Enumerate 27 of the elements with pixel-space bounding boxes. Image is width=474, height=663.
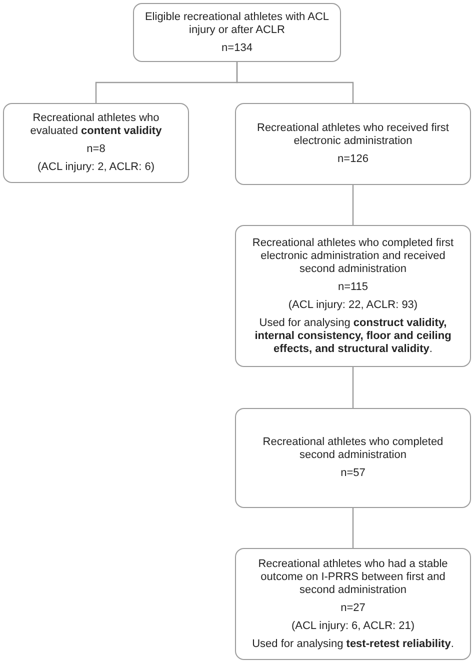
connector-line: [352, 508, 354, 548]
box-text: Recreational athletes who completed first electronic administration and received second administration: [251, 236, 455, 276]
box-text: Recreational athletes who received first electronic administration: [256, 122, 450, 148]
box-text: n=27: [340, 602, 366, 614]
box-text: Recreational athletes who completed second administration: [262, 436, 444, 462]
box-text: (ACL injury: 22, ACLR: 93): [288, 298, 418, 312]
box-text: n=134: [222, 42, 252, 54]
box-text: Used for analysing construct validity, internal consistency, floor and ceiling effects, and structural validity.: [254, 316, 452, 356]
connector-line: [352, 185, 354, 225]
connector-line: [352, 367, 354, 408]
box-text: (ACL injury: 6, ACLR: 21): [291, 620, 415, 632]
box-text: Recreational athletes who had a stable outcome on I-PRRS between first and second administration: [257, 558, 449, 596]
box-text: (ACL injury: 2, ACLR: 6): [38, 161, 154, 174]
box-text: Recreational athletes who evaluated content validity: [29, 112, 163, 138]
box-text: n=8: [86, 143, 106, 156]
box-text: Used for analysing test-retest reliability.: [252, 638, 454, 650]
box-text: n=126: [338, 153, 368, 166]
process-box: [235, 103, 471, 185]
process-box: [3, 103, 189, 183]
process-box: [235, 548, 471, 660]
box-text: n=57: [340, 467, 366, 480]
connector-line: [236, 62, 354, 103]
process-box: [235, 408, 471, 508]
box-text: n=115: [338, 280, 368, 294]
process-box: [235, 225, 471, 367]
process-box: [133, 3, 341, 62]
box-text: Eligible recreational athletes with ACL injury or after ACLR: [144, 10, 330, 36]
